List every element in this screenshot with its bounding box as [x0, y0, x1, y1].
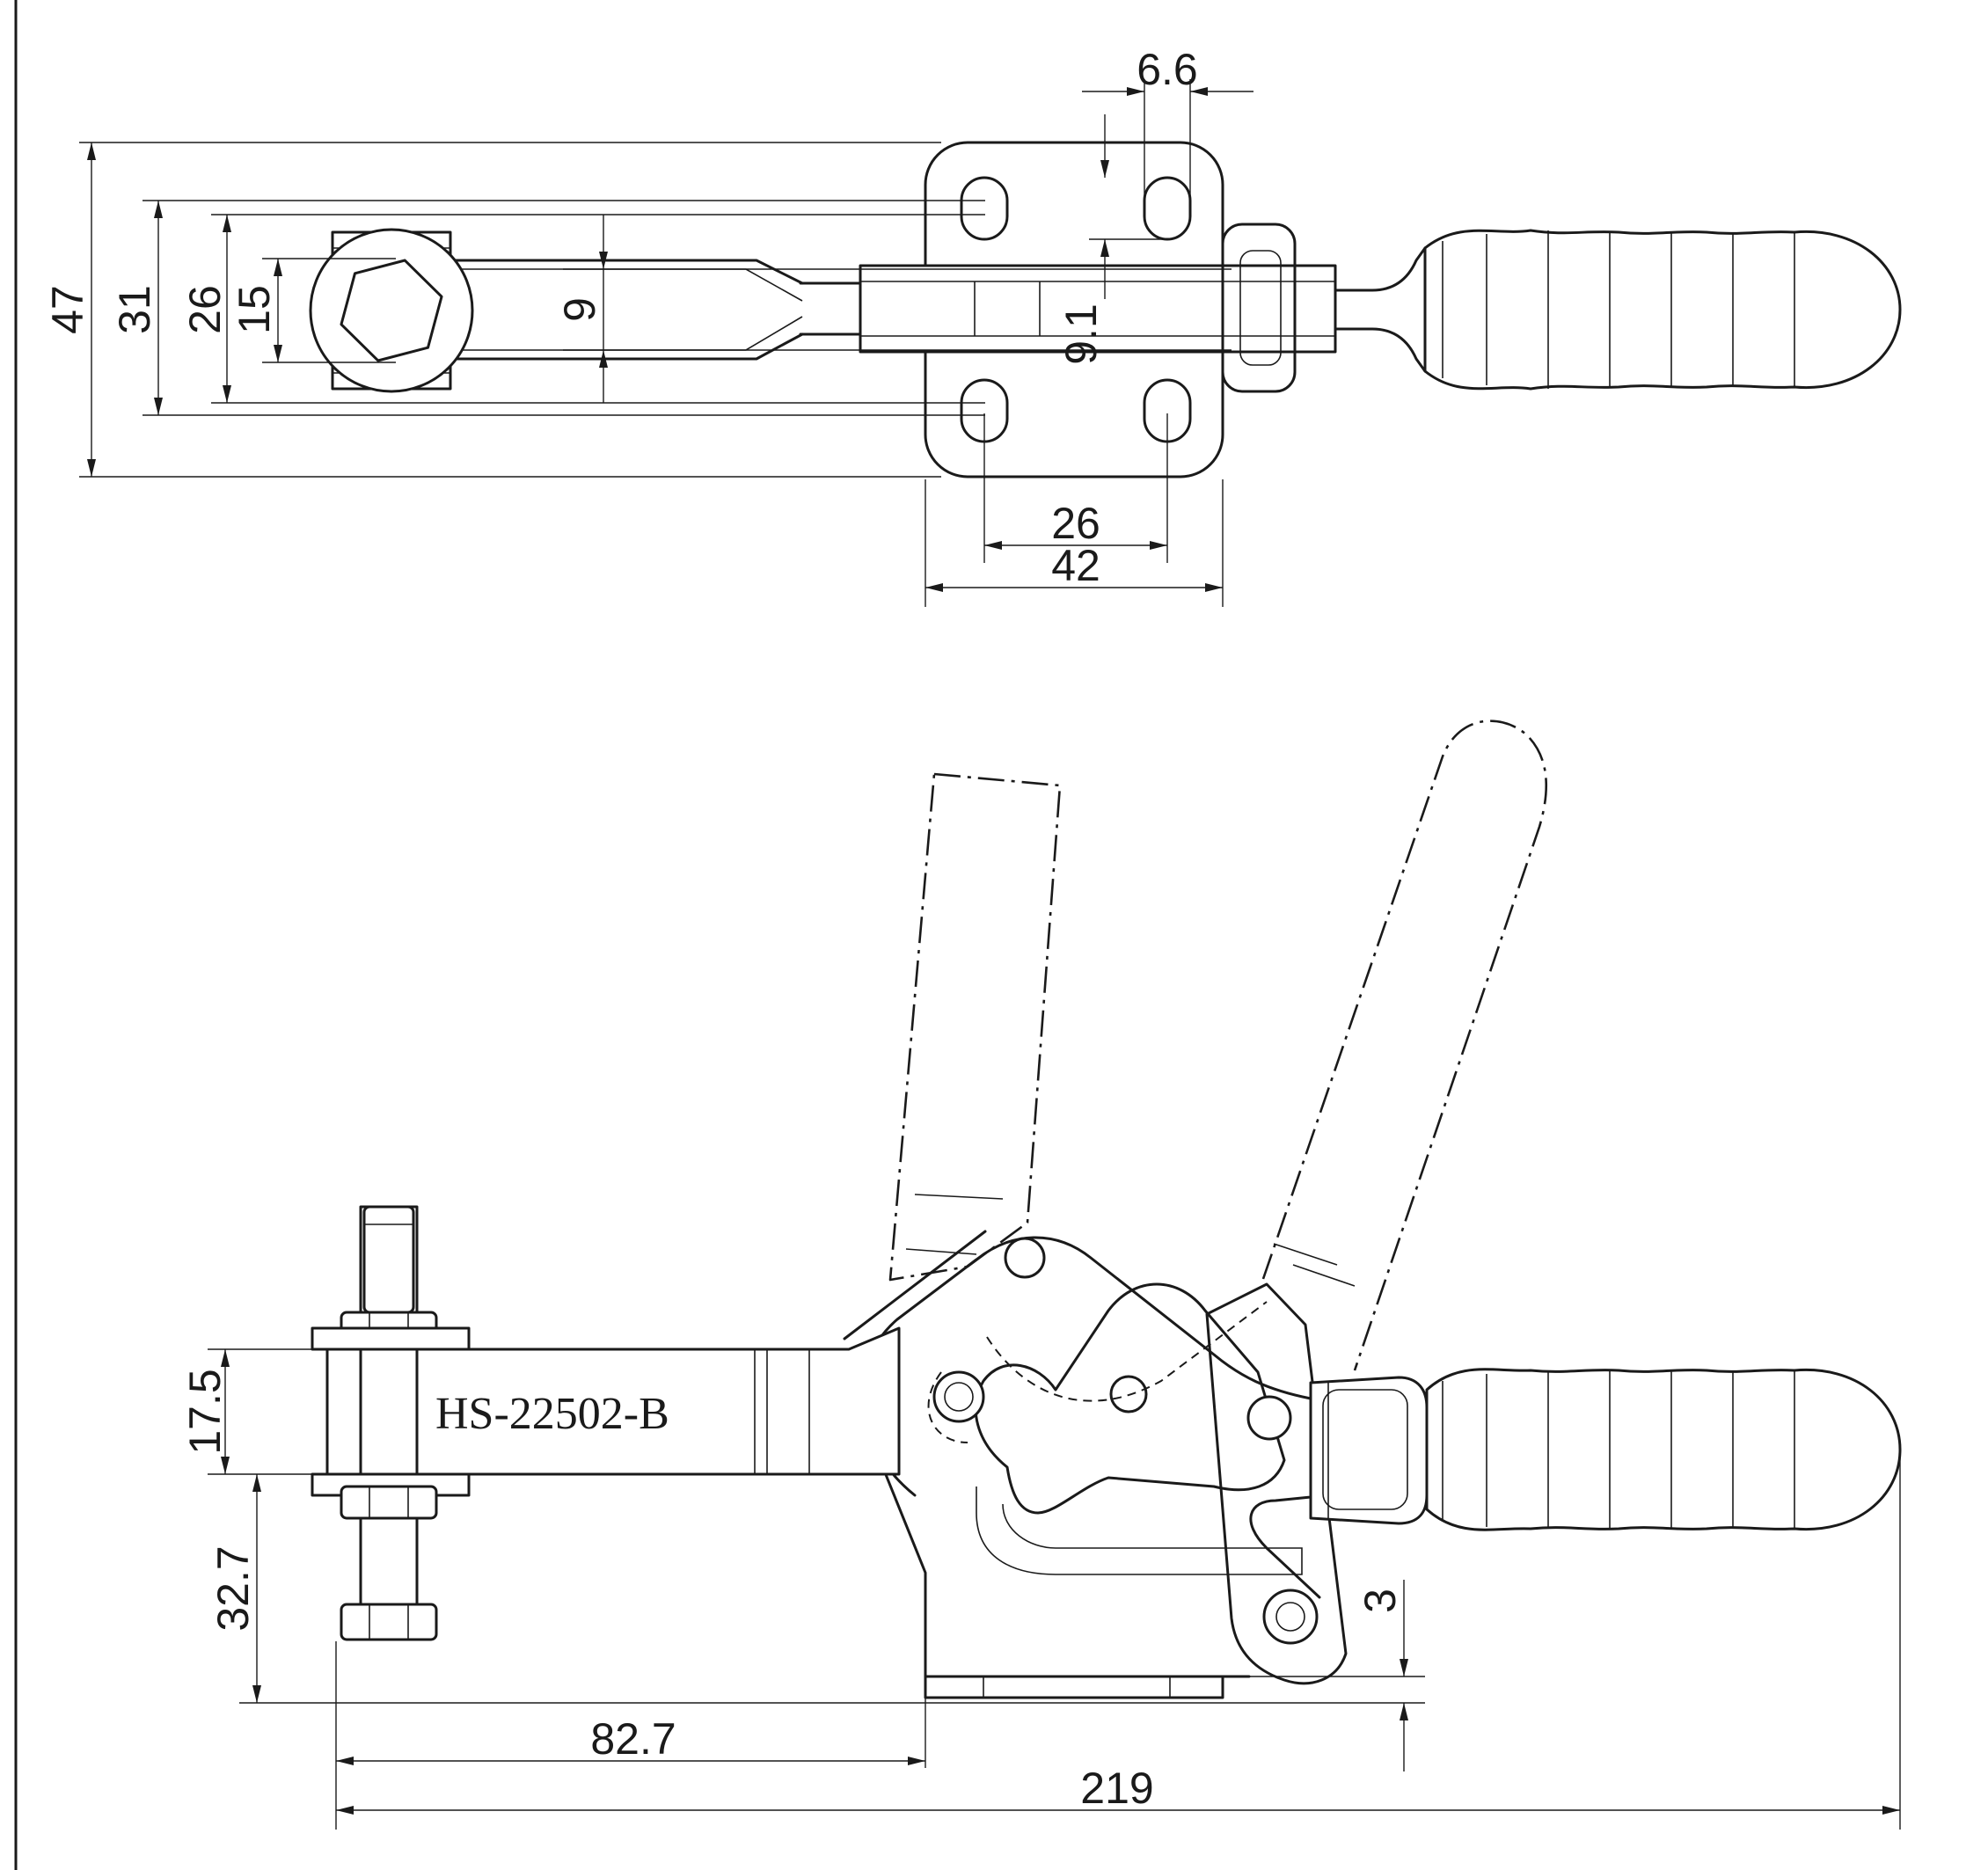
dim-17-5: 17.5: [180, 1369, 230, 1454]
spindle-top-stub: [362, 1205, 415, 1314]
side-handle-grip: [1425, 1368, 1902, 1531]
phantom-arm-open: [888, 772, 1062, 1282]
upper-washer: [311, 1326, 471, 1351]
side-view: HS-22502-B: [180, 720, 1902, 1830]
lower-hex-nut: [340, 1485, 438, 1520]
dim-31: 31: [110, 285, 159, 334]
top-view: 47 31 26 15 9 9.1 6.6 26 42: [43, 45, 1902, 607]
dim-219: 219: [1080, 1764, 1153, 1813]
side-base-plate: [924, 1675, 1224, 1699]
dim-42: 42: [1051, 541, 1100, 590]
side-link-plate: [974, 1282, 1286, 1515]
dim-82-7: 82.7: [590, 1714, 676, 1764]
dim-9: 9: [555, 297, 604, 322]
top-hex-nut: [340, 259, 443, 362]
pivot-pin-handle: [1246, 1395, 1292, 1441]
top-arm-body: [859, 264, 1337, 354]
mount-slot-1: [960, 176, 1009, 241]
dim-26-arm: 26: [180, 285, 230, 334]
dim-26-holes: 26: [1051, 499, 1100, 548]
pivot-pin-top: [1004, 1237, 1046, 1279]
phantom-handle-open: [1261, 720, 1547, 1371]
pivot-pin-left: [932, 1370, 985, 1423]
side-body-bracket: [859, 1236, 1321, 1678]
dim-3: 3: [1356, 1589, 1405, 1613]
top-pivot-bracket: [1221, 223, 1297, 393]
dim-9-1: 9.1: [1056, 303, 1106, 365]
top-arm-neck: [449, 259, 862, 361]
dim-15: 15: [230, 285, 279, 334]
dim-6-6: 6.6: [1137, 45, 1198, 94]
pivot-pin-bottom: [1262, 1589, 1319, 1645]
mount-slot-2: [1143, 176, 1192, 241]
bolt-shank: [359, 1516, 419, 1606]
dim-47: 47: [43, 285, 92, 334]
bolt-head: [340, 1603, 438, 1641]
part-number-label: HS-22502-B: [435, 1389, 669, 1439]
side-clamp-arm: [325, 1326, 901, 1476]
top-spindle-washer: [309, 228, 474, 393]
side-handle-lever: [1205, 1282, 1348, 1685]
top-handle-grip: [1423, 229, 1902, 391]
dim-32-7: 32.7: [208, 1545, 258, 1631]
